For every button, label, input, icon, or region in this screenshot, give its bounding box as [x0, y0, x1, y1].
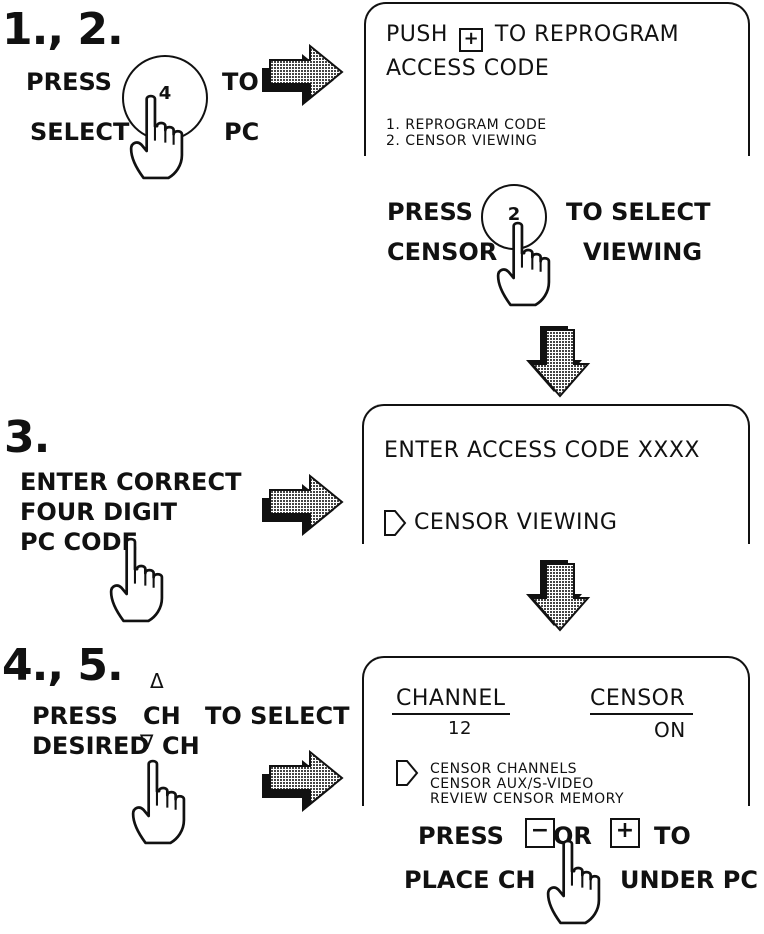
viewing-label: VIEWING: [583, 238, 703, 266]
channel-header: CHANNEL: [392, 686, 510, 715]
menu-item-censor-aux: CENSOR AUX/S-VIDEO: [430, 776, 594, 792]
under-pc-label: UNDER PC: [620, 866, 758, 894]
tv-screen-access-code: ENTER ACCESS CODE XXXX CENSOR VIEWING: [362, 404, 750, 544]
press-label: PRESS: [418, 822, 504, 850]
select-label: SELECT: [30, 118, 130, 146]
pc-label: PC: [224, 118, 260, 146]
triangle-pointer-icon: [396, 760, 419, 786]
desired-label: DESIRED: [32, 732, 150, 760]
censor-viewing-item: CENSOR VIEWING: [414, 510, 618, 535]
instruction-line-1: ENTER CORRECT: [20, 468, 242, 496]
hand-pointer-icon: [496, 221, 551, 307]
menu-option-1: 1. REPROGRAM CODE: [386, 117, 547, 133]
triangle-pointer-icon: [384, 510, 407, 536]
place-ch-label: PLACE CH: [404, 866, 536, 894]
press-label: PRESS: [387, 198, 473, 226]
plus-key-button[interactable]: +: [610, 818, 640, 848]
arrow-right-icon: [261, 45, 343, 107]
step-heading-1-2: 1., 2.: [2, 4, 124, 55]
ch-down-icon: ∇: [140, 730, 154, 754]
to-select-label: TO SELECT: [205, 702, 350, 730]
press-label: PRESS: [26, 68, 112, 96]
arrow-down-icon: [525, 559, 589, 631]
step-heading-4-5: 4., 5.: [2, 640, 124, 691]
minus-key-button[interactable]: −: [525, 818, 555, 848]
menu-item-review-memory: REVIEW CENSOR MEMORY: [430, 791, 625, 807]
menu-option-2: 2. CENSOR VIEWING: [386, 133, 538, 149]
plus-key-icon: +: [459, 28, 484, 52]
ch-up-icon: Δ: [150, 669, 164, 693]
menu-item-censor-channels: CENSOR CHANNELS: [430, 761, 578, 777]
arrow-right-icon: [261, 751, 343, 813]
to-label: TO: [654, 822, 691, 850]
hand-pointer-icon: [129, 94, 184, 180]
hand-pointer-icon: [546, 839, 601, 925]
instruction-line-2: FOUR DIGIT: [20, 498, 177, 526]
step-heading-3: 3.: [4, 412, 50, 463]
instruction-line-3: PC CODE: [20, 528, 138, 556]
access-code-label: ACCESS CODE: [386, 56, 550, 81]
to-select-label: TO SELECT: [566, 198, 711, 226]
hand-pointer-icon: [109, 537, 164, 623]
reprogram-label: TO REPROGRAM: [494, 22, 680, 47]
channel-value: 12: [448, 718, 472, 739]
censor-header: CENSOR: [590, 686, 694, 715]
arrow-down-icon: [525, 325, 589, 397]
hand-pointer-icon: [131, 759, 186, 845]
ch-label-2: CH: [162, 732, 200, 760]
enter-access-code-label: ENTER ACCESS CODE XXXX: [384, 438, 700, 463]
key-4-label: 4: [158, 83, 172, 104]
tv-screen-reprogram: PUSH + TO REPROGRAM ACCESS CODE 1. REPRO…: [364, 2, 750, 156]
push-label: PUSH: [386, 22, 448, 47]
censor-value: ON: [654, 718, 686, 742]
press-label: PRESS: [32, 702, 118, 730]
tv-screen-censor-channel: CHANNEL 12 CENSOR ON CENSOR CHANNELS CEN…: [362, 656, 750, 807]
censor-label: CENSOR: [387, 238, 498, 266]
key-2-label: 2: [507, 204, 521, 225]
arrow-right-icon: [261, 475, 343, 537]
ch-label: CH: [143, 702, 181, 730]
to-label: TO: [222, 68, 259, 96]
